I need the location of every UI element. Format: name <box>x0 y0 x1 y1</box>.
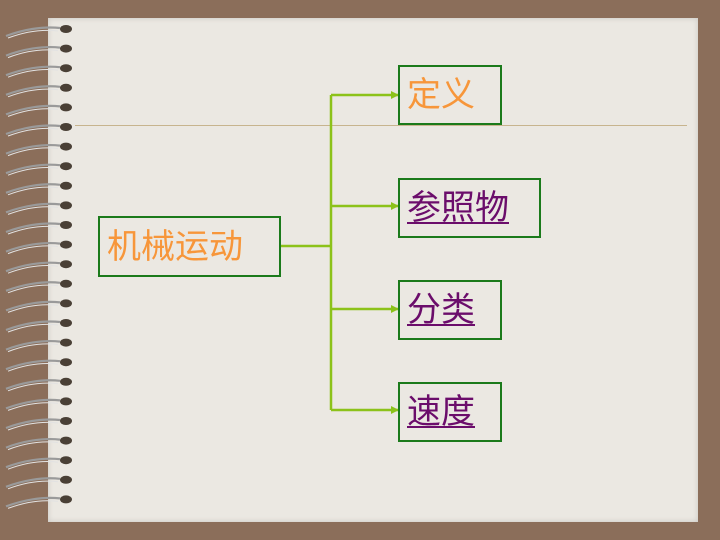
branch-node-speed[interactable]: 速度 <box>398 382 502 442</box>
spiral-ring <box>5 221 72 235</box>
spiral-ring <box>5 260 72 274</box>
spiral-ring <box>5 319 72 333</box>
spiral-ring <box>5 123 72 137</box>
spiral-ring <box>5 279 72 294</box>
branch-node-reference[interactable]: 参照物 <box>398 178 541 238</box>
spiral-ring <box>5 417 72 431</box>
spiral-ring <box>5 299 72 313</box>
spiral-ring <box>5 103 72 117</box>
spiral-ring <box>5 436 72 451</box>
spiral-binding <box>5 25 72 509</box>
spiral-ring <box>5 25 72 39</box>
spiral-ring <box>5 201 72 215</box>
spiral-ring <box>5 44 72 59</box>
spiral-ring <box>5 142 72 157</box>
branch-node-classification[interactable]: 分类 <box>398 280 502 340</box>
spiral-ring <box>5 397 72 411</box>
page-rule-line <box>75 125 687 126</box>
spiral-ring <box>5 240 72 255</box>
spiral-ring <box>5 475 72 490</box>
branch-node-definition-label: 定义 <box>407 75 475 115</box>
branch-node-classification-link[interactable]: 分类 <box>407 290 475 330</box>
spiral-ring <box>5 377 72 392</box>
root-node: 机械运动 <box>98 216 281 277</box>
spiral-ring <box>5 358 72 372</box>
spiral-ring <box>5 162 72 176</box>
spiral-ring <box>5 64 72 78</box>
spiral-ring <box>5 181 72 196</box>
spiral-ring <box>5 338 72 353</box>
spiral-ring <box>5 495 72 509</box>
branch-node-speed-link[interactable]: 速度 <box>407 392 475 432</box>
branch-node-definition: 定义 <box>398 65 502 125</box>
spiral-ring <box>5 83 72 98</box>
root-node-label: 机械运动 <box>107 226 243 267</box>
branch-node-reference-link[interactable]: 参照物 <box>407 188 509 228</box>
spiral-ring <box>5 456 72 470</box>
